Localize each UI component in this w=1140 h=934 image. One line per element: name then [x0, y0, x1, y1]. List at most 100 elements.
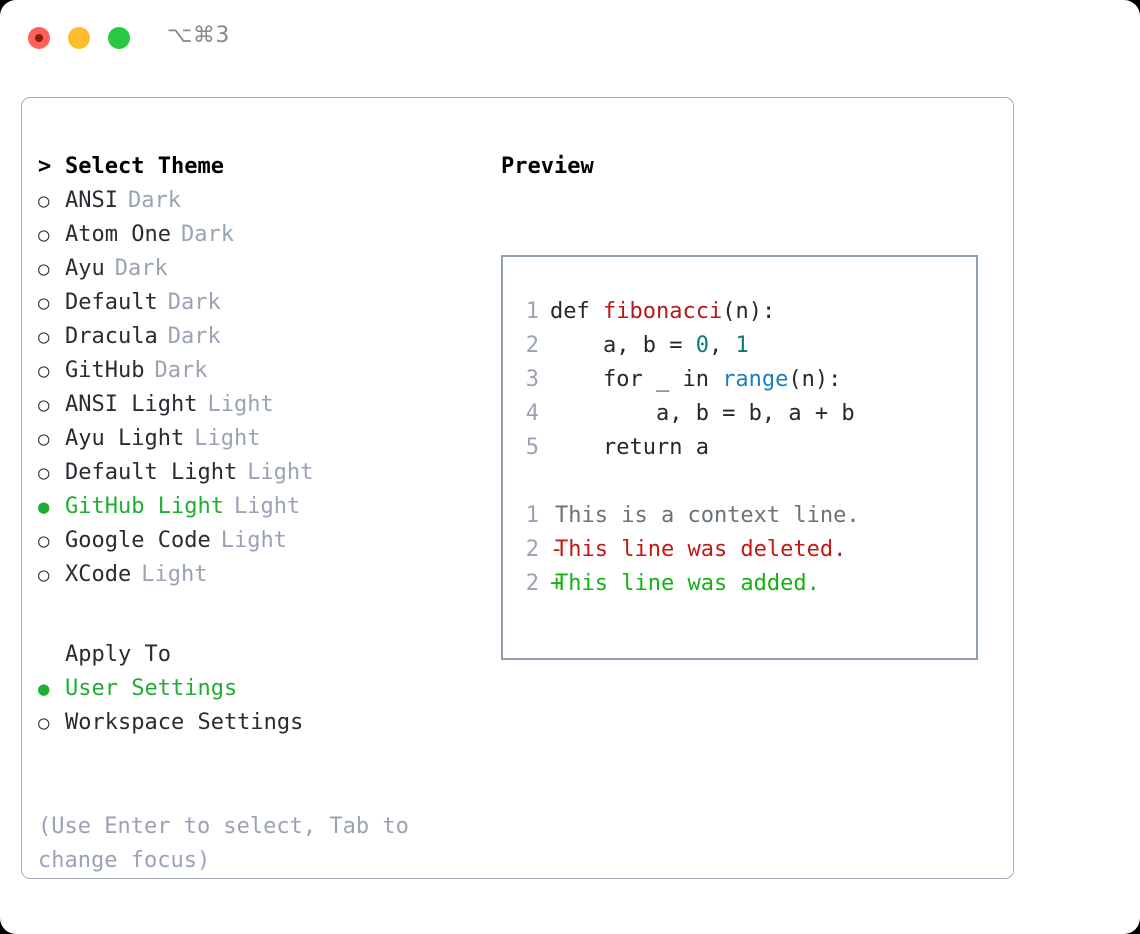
- apply-to-option[interactable]: ● User Settings: [38, 672, 488, 706]
- minimize-button[interactable]: [68, 27, 90, 49]
- theme-variant-tag: Light: [220, 528, 287, 553]
- select-theme-title: Select Theme: [65, 154, 224, 179]
- radio-selected-icon[interactable]: ●: [38, 496, 50, 518]
- code-token: a, b =: [550, 333, 696, 358]
- theme-list-item[interactable]: ○ Ayu Dark: [38, 252, 488, 286]
- diff-sample: 1 This is a context line.2-This line was…: [511, 499, 976, 601]
- theme-name: Default Light: [65, 460, 238, 485]
- theme-variant-tag: Dark: [127, 188, 181, 213]
- apply-to-label: Workspace Settings: [65, 710, 304, 735]
- code-token: fibonacci: [602, 299, 723, 324]
- code-token: a, b = b, a + b: [550, 401, 855, 426]
- theme-list-item[interactable]: ○ Google Code Light: [38, 524, 488, 558]
- code-line-text: a, b = 0, 1: [539, 329, 749, 363]
- radio-unselected-icon[interactable]: ○: [38, 326, 50, 348]
- keyboard-shortcut-label: ⌥⌘3: [167, 23, 230, 48]
- radio-unselected-icon[interactable]: ○: [38, 428, 50, 450]
- theme-list-item[interactable]: ○ ANSI Dark: [38, 184, 488, 218]
- apply-to-option[interactable]: ○ Workspace Settings: [38, 706, 488, 740]
- radio-unselected-icon[interactable]: ○: [38, 258, 50, 280]
- theme-list-item[interactable]: ○ Default Light Light: [38, 456, 488, 490]
- theme-list-item[interactable]: ○ Ayu Light Light: [38, 422, 488, 456]
- code-line-text: return a: [539, 431, 709, 465]
- diff-marker: [539, 499, 555, 533]
- radio-unselected-icon[interactable]: ○: [38, 292, 50, 314]
- code-line-text: a, b = b, a + b: [539, 397, 855, 431]
- apply-to-header: Apply To: [38, 638, 488, 672]
- theme-variant-tag: Dark: [167, 324, 221, 349]
- caret-icon: >: [38, 154, 52, 179]
- zoom-button[interactable]: [108, 27, 130, 49]
- theme-name: Dracula: [65, 324, 158, 349]
- theme-variant-tag: Light: [194, 426, 261, 451]
- apply-to-label: User Settings: [65, 676, 238, 701]
- theme-name: ANSI: [65, 188, 118, 213]
- radio-unselected-icon[interactable]: ○: [38, 190, 50, 212]
- theme-variant-tag: Light: [207, 392, 274, 417]
- theme-name: Ayu Light: [65, 426, 185, 451]
- theme-variant-tag: Dark: [154, 358, 208, 383]
- theme-name: ANSI Light: [65, 392, 198, 417]
- close-button[interactable]: [28, 27, 50, 49]
- theme-name: XCode: [65, 562, 132, 587]
- code-token: for _ in: [550, 367, 723, 392]
- theme-name: Ayu: [65, 256, 105, 281]
- apply-to-title: Apply To: [65, 642, 171, 667]
- preview-title: Preview: [501, 154, 594, 179]
- diff-line-number: 1: [525, 503, 539, 528]
- radio-selected-icon[interactable]: ●: [38, 678, 50, 700]
- theme-name: Atom One: [65, 222, 171, 247]
- theme-list-item[interactable]: ○ ANSI Light Light: [38, 388, 488, 422]
- theme-list-item[interactable]: ○ XCode Light: [38, 558, 488, 592]
- radio-unselected-icon[interactable]: ○: [38, 530, 50, 552]
- code-line: 2 a, b = 0, 1: [511, 329, 976, 363]
- radio-unselected-icon[interactable]: ○: [38, 360, 50, 382]
- code-token: (n):: [788, 367, 842, 392]
- line-number: 4: [525, 401, 539, 426]
- code-line-text: for _ in range(n):: [539, 363, 841, 397]
- line-number: 5: [525, 435, 539, 460]
- theme-name: Google Code: [65, 528, 211, 553]
- theme-list-item[interactable]: ● GitHub Light Light: [38, 490, 488, 524]
- code-token: 0: [695, 333, 709, 358]
- code-token: (n):: [722, 299, 776, 324]
- theme-variant-tag: Light: [247, 460, 314, 485]
- code-line: 4 a, b = b, a + b: [511, 397, 976, 431]
- theme-variant-tag: Dark: [114, 256, 168, 281]
- radio-unselected-icon[interactable]: ○: [38, 224, 50, 246]
- diff-line-text: This line was added.: [555, 571, 820, 596]
- radio-unselected-icon[interactable]: ○: [38, 394, 50, 416]
- code-line-text: def fibonacci(n):: [539, 295, 775, 329]
- line-number: 3: [525, 367, 539, 392]
- diff-line-number: 2: [525, 571, 539, 596]
- theme-list-item[interactable]: ○ Dracula Dark: [38, 320, 488, 354]
- diff-line: 2+This line was added.: [511, 567, 976, 601]
- select-theme-header: > Select Theme: [38, 150, 488, 184]
- radio-unselected-icon[interactable]: ○: [38, 712, 50, 734]
- radio-unselected-icon[interactable]: ○: [38, 462, 50, 484]
- line-number: 1: [525, 299, 539, 324]
- theme-name: GitHub Light: [65, 494, 224, 519]
- theme-variant-tag: Light: [233, 494, 301, 519]
- diff-line-number: 2: [525, 537, 539, 562]
- line-number: 2: [525, 333, 539, 358]
- diff-line: 1 This is a context line.: [511, 499, 976, 533]
- radio-unselected-icon[interactable]: ○: [38, 564, 50, 586]
- code-token: 1: [735, 333, 749, 358]
- code-token: ,: [708, 333, 736, 358]
- diff-line-text: This is a context line.: [555, 503, 860, 528]
- theme-variant-tag: Light: [141, 562, 208, 587]
- theme-variant-tag: Dark: [167, 290, 221, 315]
